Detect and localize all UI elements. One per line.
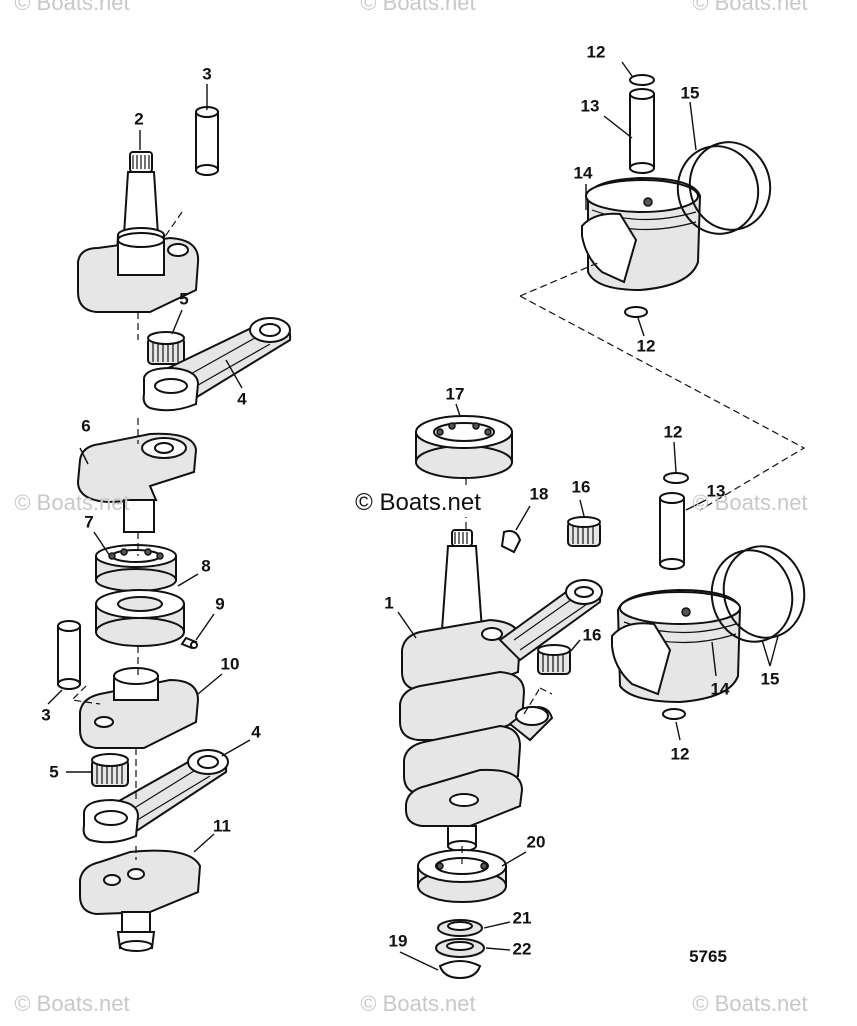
crank-web-11-lower-shaft <box>79 849 202 952</box>
washer-21 <box>437 919 483 937</box>
diagram-number: 5765 <box>689 947 727 966</box>
dowel-pin-3-upper <box>195 106 219 176</box>
ball-bearing-20 <box>417 849 507 903</box>
connecting-rod-upper-right <box>498 579 603 662</box>
connecting-rod-4-lower <box>82 749 229 844</box>
callout-label: 10 <box>220 654 240 674</box>
callout-label: 22 <box>512 939 532 959</box>
needle-bearing-16-lower <box>537 644 571 675</box>
watermark-bottom-center: © Boats.net <box>360 991 476 1016</box>
callout-label: 17 <box>445 384 465 404</box>
callout-label: 9 <box>215 594 225 614</box>
ball-bearing-17 <box>415 415 513 479</box>
watermark-top-center: © Boats.net <box>360 0 476 15</box>
callout-label: 11 <box>213 816 231 836</box>
needle-bearing-5-lower <box>91 753 129 787</box>
callout-label: 12 <box>636 336 656 356</box>
callout-label: 14 <box>573 163 593 183</box>
watermark-middle-right: © Boats.net <box>692 490 808 515</box>
watermark-top-right: © Boats.net <box>692 0 808 15</box>
callout-label: 13 <box>706 481 726 501</box>
callout-label: 12 <box>670 744 690 764</box>
callout-label: 8 <box>201 556 211 576</box>
watermark-top-left: © Boats.net <box>14 0 130 15</box>
pin-9 <box>180 636 198 650</box>
callout-label: 15 <box>680 83 700 103</box>
watermark-center: © Boats.net <box>353 489 483 517</box>
woodruff-key-18 <box>500 530 522 554</box>
callout-label: 16 <box>582 625 602 645</box>
crank-web-10 <box>79 667 200 749</box>
needle-bearing-16-upper <box>567 516 601 547</box>
upper-crankshaft-section <box>77 151 200 313</box>
watermark-middle-left: © Boats.net <box>14 490 130 515</box>
callout-label: 19 <box>388 931 408 951</box>
callout-label: 7 <box>84 512 94 532</box>
callout-label: 2 <box>134 109 144 129</box>
callout-label: 13 <box>580 96 600 116</box>
callout-label: 20 <box>526 832 546 852</box>
callout-label: 3 <box>41 705 51 725</box>
watermark-bottom-left: © Boats.net <box>14 991 130 1016</box>
sleeve-8 <box>95 589 185 647</box>
callout-label: 12 <box>663 422 683 442</box>
upper-piston-group <box>581 74 772 318</box>
callout-label: 15 <box>760 669 780 689</box>
crank-web-6 <box>76 432 198 533</box>
callout-label: 5 <box>49 762 59 782</box>
callout-label: 14 <box>710 679 730 699</box>
callout-label: 4 <box>237 389 247 409</box>
callout-label: 18 <box>529 484 549 504</box>
ball-bearing-7 <box>95 544 177 592</box>
needle-bearing-5-upper <box>147 331 185 365</box>
connecting-rod-lower-right <box>508 706 554 742</box>
dowel-pin-3-lower <box>57 620 81 690</box>
callout-leader-lines <box>47 61 779 971</box>
washer-22 <box>435 938 485 958</box>
callout-label: 21 <box>512 908 532 928</box>
crankshaft-1 <box>399 529 526 852</box>
callout-label: 6 <box>81 416 91 436</box>
callout-label: 1 <box>384 593 394 613</box>
lower-piston-group <box>611 472 806 720</box>
callout-label: 3 <box>202 64 212 84</box>
retaining-ring-19 <box>438 960 482 980</box>
callout-label: 5 <box>179 289 189 309</box>
watermark-bottom-right: © Boats.net <box>692 991 808 1016</box>
callout-label: 16 <box>571 477 591 497</box>
connecting-rod-4-upper <box>142 317 292 412</box>
callout-label: 4 <box>251 722 261 742</box>
callout-label: 12 <box>586 42 606 62</box>
